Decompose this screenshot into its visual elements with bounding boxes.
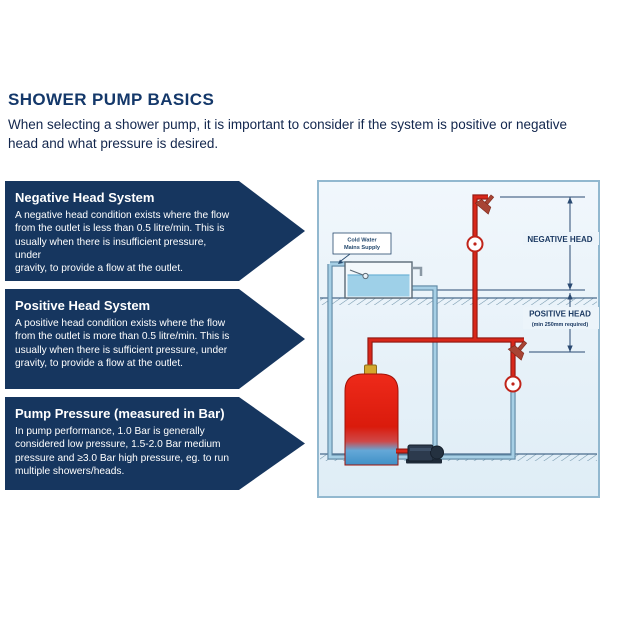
- overflow-pipe: [412, 266, 423, 276]
- banner-negative-head-system: Negative Head System A negative head con…: [5, 181, 305, 281]
- upper-floor: [320, 297, 597, 305]
- cold-water-label-line1: Cold Water: [347, 238, 377, 244]
- plumbing-diagram: Cold Water Mains Supply NEGATIVE HEAD PO…: [317, 180, 600, 498]
- page-title: SHOWER PUMP BASICS: [8, 90, 215, 109]
- cold-water-mains-label: Cold Water Mains Supply: [332, 232, 392, 264]
- banner-body-negative: A negative head condition exists where t…: [15, 210, 230, 274]
- cold-water-tank: [344, 261, 423, 299]
- booster-valve-upper: [466, 235, 484, 253]
- banner-heading-negative: Negative Head System: [15, 190, 155, 205]
- shower-head-lower-icon: [507, 340, 528, 361]
- positive-head-label: POSITIVE HEAD: [529, 310, 591, 319]
- hot-water-cylinder: [344, 364, 399, 466]
- banner-pump-pressure: Pump Pressure (measured in Bar) In pump …: [5, 397, 305, 490]
- shower-head-top-icon: [474, 194, 495, 215]
- booster-valve-lower: [504, 375, 522, 393]
- hot-water-pipes: [367, 194, 524, 376]
- info-banners: Negative Head System A negative head con…: [5, 181, 305, 490]
- banner-body-positive: A positive head condition exists where t…: [15, 318, 230, 369]
- cold-water-label-line2: Mains Supply: [344, 245, 381, 251]
- banner-positive-head-system: Positive Head System A positive head con…: [5, 289, 305, 389]
- negative-head-label: NEGATIVE HEAD: [527, 235, 592, 244]
- label-leader-line: [339, 253, 351, 263]
- label-leader-arrowhead: [338, 259, 343, 264]
- dimension-arrowheads: [567, 197, 573, 352]
- shower-pump: [406, 444, 444, 464]
- positive-head-note: (min 250mm required): [532, 322, 589, 328]
- banner-body-pressure: In pump performance, 1.0 Bar is generall…: [15, 426, 229, 477]
- banner-heading-pressure: Pump Pressure (measured in Bar): [15, 406, 225, 421]
- intro-text: When selecting a shower pump, it is impo…: [8, 117, 568, 151]
- banner-heading-positive: Positive Head System: [15, 298, 151, 313]
- head-labels: NEGATIVE HEAD POSITIVE HEAD (min 250mm r…: [523, 232, 599, 329]
- diagram-canvas: Cold Water Mains Supply NEGATIVE HEAD PO…: [317, 180, 600, 498]
